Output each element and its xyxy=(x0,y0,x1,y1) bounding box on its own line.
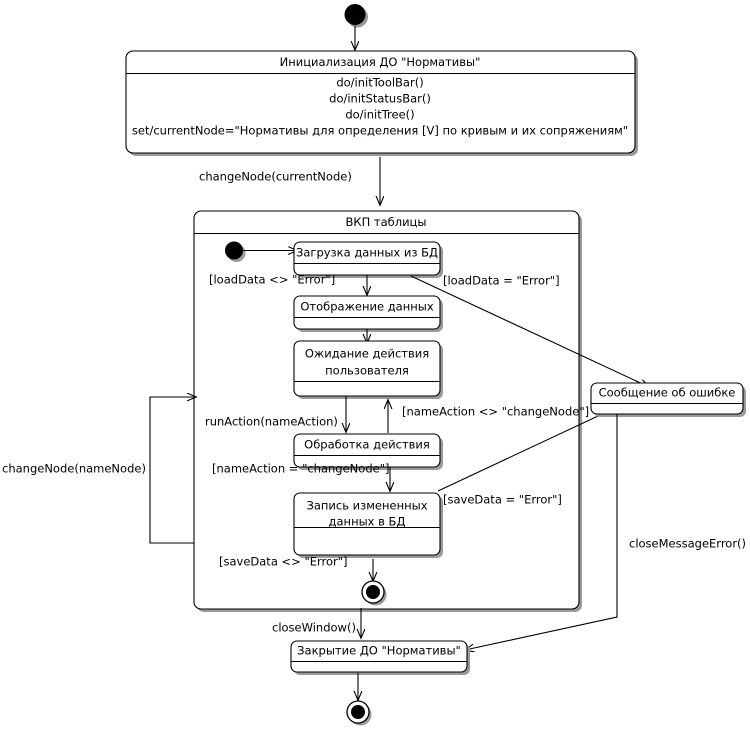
transition-loaddata-to-showdata: [loadData <> "Error"] xyxy=(209,273,367,296)
transition-label-closeWindow: closeWindow() xyxy=(272,621,356,635)
state-process-action[interactable]: Обработка действия xyxy=(293,433,443,470)
state-load-data-title: Загрузка данных из БД xyxy=(296,246,438,260)
transition-label-nameAction-not-changeNode: [nameAction <> "changeNode"] xyxy=(402,405,589,419)
state-load-data[interactable]: Загрузка данных из БД xyxy=(293,241,443,278)
start-node-top xyxy=(344,4,368,28)
final-state-outer xyxy=(346,700,372,726)
transition-composite-self-loop: changeNode(nameNode) xyxy=(2,397,196,544)
state-wait-action-title-line2: пользователя xyxy=(325,364,409,378)
state-init-action-2: do/initTree() xyxy=(345,108,414,122)
state-process-action-title: Обработка действия xyxy=(304,438,430,452)
transition-label-saveData-error: [saveData = "Error"] xyxy=(443,493,562,507)
transition-label-saveData-not-error: [saveData <> "Error"] xyxy=(219,555,348,569)
transition-label-changeNode-nameNode: changeNode(nameNode) xyxy=(2,462,146,476)
transition-composite-to-close: closeWindow() xyxy=(272,608,361,638)
transition-waitaction-to-processaction: runAction(nameAction) xyxy=(205,396,346,432)
transition-savedata-to-error: [saveData = "Error"] xyxy=(437,409,613,507)
state-init-action-3: set/currentNode="Нормативы для определен… xyxy=(132,124,628,138)
state-composite-vkp[interactable]: ВКП таблицы xyxy=(193,210,582,612)
start-node-inner xyxy=(225,241,246,262)
state-init-action-1: do/initStatusBar() xyxy=(329,92,431,106)
state-close-title: Закрытие ДО "Нормативы" xyxy=(297,644,461,658)
transition-processaction-to-savedata: [nameAction = "changeNode"] xyxy=(212,462,390,492)
state-init[interactable]: Инициализация ДО "Нормативы" do/initTool… xyxy=(125,50,638,156)
transition-loaddata-to-error: [loadData = "Error"] xyxy=(410,274,649,388)
state-show-data-title: Отображение данных xyxy=(300,300,434,314)
state-init-action-0: do/initToolBar() xyxy=(336,76,423,90)
transition-label-loadData-error: [loadData = "Error"] xyxy=(443,274,560,288)
state-error-message[interactable]: Сообщение об ошибке xyxy=(590,382,746,417)
transition-processaction-to-waitaction: [nameAction <> "changeNode"] xyxy=(388,400,589,433)
transition-error-to-close: closeMessageError() xyxy=(465,414,746,650)
state-composite-title: ВКП таблицы xyxy=(346,215,427,229)
state-save-data[interactable]: Запись измененных данных в БД xyxy=(293,492,443,558)
state-save-data-title-line1: Запись измененных xyxy=(306,499,427,513)
transition-init-to-composite: changeNode(currentNode) xyxy=(199,157,380,205)
state-wait-action-title-line1: Ожидание действия xyxy=(305,347,429,361)
final-state-inner xyxy=(361,580,387,606)
transition-label-nameAction-changeNode: [nameAction = "changeNode"] xyxy=(212,462,389,476)
transition-label-closeMessageError: closeMessageError() xyxy=(629,537,746,551)
state-init-title: Инициализация ДО "Нормативы" xyxy=(280,55,481,69)
state-error-message-title: Сообщение об ошибке xyxy=(599,386,736,400)
state-wait-action[interactable]: Ожидание действия пользователя xyxy=(293,340,443,399)
state-save-data-title-line2: данных в БД xyxy=(329,515,406,529)
transition-label-loadData-not-error: [loadData <> "Error"] xyxy=(209,273,335,287)
state-show-data[interactable]: Отображение данных xyxy=(293,295,443,332)
transition-label-changeNode-currentNode: changeNode(currentNode) xyxy=(199,170,352,184)
transition-savedata-to-final-inner: [saveData <> "Error"] xyxy=(219,555,373,582)
state-close[interactable]: Закрытие ДО "Нормативы" xyxy=(290,640,470,675)
transition-label-runAction: runAction(nameAction) xyxy=(205,415,338,429)
